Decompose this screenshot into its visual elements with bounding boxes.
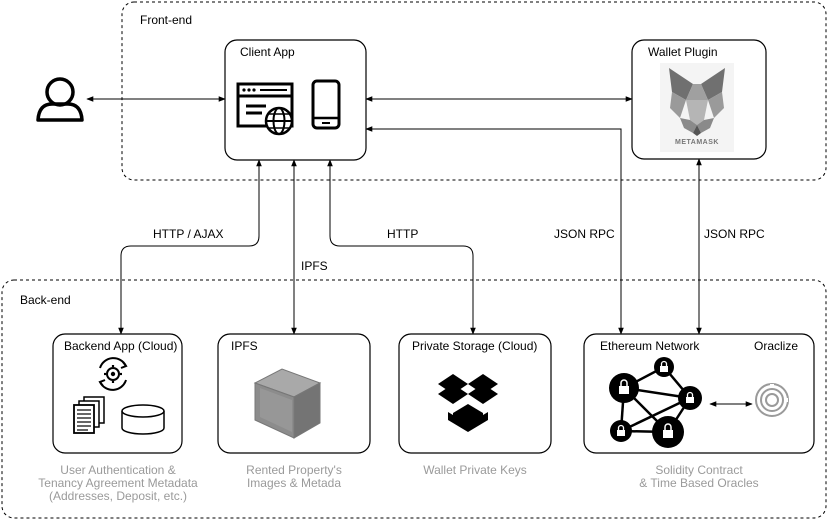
ipfs-node-label: IPFS — [231, 339, 258, 353]
backend-caption-2: Tenancy Agreement Metadata — [38, 476, 198, 490]
metamask-fox-icon — [669, 68, 725, 136]
backend-app-node: Backend App (Cloud) — [52, 333, 183, 454]
wallet-plugin-label: Wallet Plugin — [648, 45, 718, 59]
client-app-node: Client App — [224, 39, 367, 161]
ethereum-caption-2: & Time Based Oracles — [639, 476, 758, 490]
backend-zone-label: Back-end — [20, 293, 71, 307]
ipfs-cube-icon — [253, 368, 322, 439]
backend-app-label: Backend App (Cloud) — [64, 339, 177, 353]
browser-globe-icon — [236, 82, 294, 136]
json-rpc-label-2: JSON RPC — [704, 227, 765, 241]
http-label: HTTP — [387, 227, 418, 241]
metamask-brand-text: METAMASK — [675, 139, 719, 146]
ethereum-caption-1: Solidity Contract — [655, 463, 743, 477]
ethereum-network-label: Ethereum Network — [600, 339, 700, 353]
dropbox-icon — [438, 374, 498, 432]
client-app-label: Client App — [240, 45, 295, 59]
wallet-plugin-node: Wallet Plugin METAMASK — [631, 39, 767, 160]
client-storage-edge — [327, 159, 476, 335]
backend-zone — [1, 279, 827, 519]
http-ajax-label: HTTP / AJAX — [153, 227, 223, 241]
documents-icon — [73, 396, 105, 434]
storage-caption-1: Wallet Private Keys — [423, 463, 527, 477]
private-storage-node: Private Storage (Cloud) — [398, 333, 552, 454]
ipfs-caption-1: Rented Property's — [246, 463, 342, 477]
backend-caption-1: User Authentication & — [60, 463, 175, 477]
edges — [86, 96, 753, 407]
blockchain-network-icon — [609, 357, 702, 448]
frontend-zone-label: Front-end — [140, 13, 192, 27]
oraclize-label: Oraclize — [754, 339, 798, 353]
client-ethereum-edge — [365, 126, 624, 335]
ethereum-network-node: Ethereum Network Oraclize — [583, 333, 815, 454]
database-icon — [121, 404, 165, 435]
json-rpc-label-1: JSON RPC — [554, 227, 615, 241]
sync-gear-icon — [98, 357, 128, 391]
ipfs-node: IPFS — [217, 333, 371, 454]
user-icon — [36, 77, 84, 122]
private-storage-label: Private Storage (Cloud) — [412, 339, 537, 353]
ipfs-edge-label: IPFS — [301, 259, 328, 273]
oraclize-icon — [755, 383, 789, 417]
ipfs-caption-2: Images & Metada — [247, 476, 341, 490]
client-backend-edge — [118, 159, 262, 335]
mobile-phone-icon — [311, 79, 341, 130]
backend-caption-3: (Addresses, Deposit, etc.) — [49, 489, 187, 503]
frontend-zone — [121, 1, 827, 181]
